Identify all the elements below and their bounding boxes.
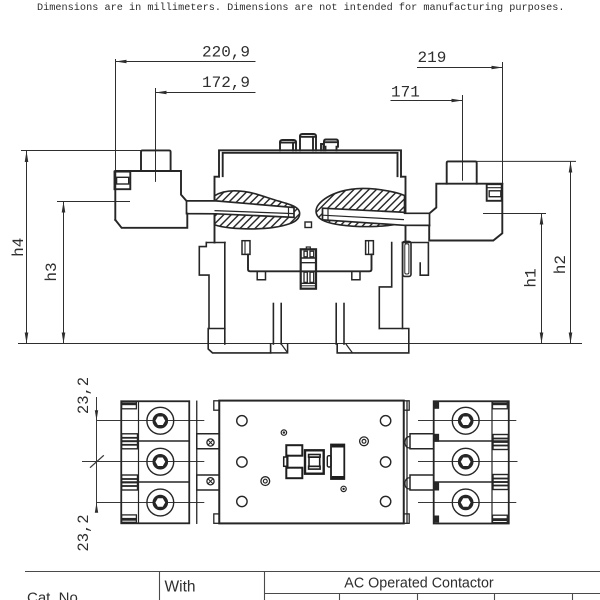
svg-text:171: 171 <box>391 84 420 102</box>
svg-text:172,9: 172,9 <box>202 74 250 92</box>
svg-text:Dimensions are in millimeters.: Dimensions are in millimeters. Dimension… <box>37 2 564 14</box>
svg-text:With: With <box>165 579 196 596</box>
svg-text:h1: h1 <box>523 268 541 287</box>
svg-text:h2: h2 <box>552 255 570 274</box>
svg-text:220,9: 220,9 <box>202 44 250 62</box>
svg-text:Cat. No.: Cat. No. <box>27 590 82 600</box>
svg-text:AC Operated Contactor: AC Operated Contactor <box>344 576 494 592</box>
svg-text:23,2: 23,2 <box>75 514 93 551</box>
svg-text:h3: h3 <box>43 262 61 281</box>
svg-text:h4: h4 <box>10 238 28 257</box>
svg-text:219: 219 <box>418 49 447 67</box>
svg-text:23,2: 23,2 <box>75 377 93 414</box>
